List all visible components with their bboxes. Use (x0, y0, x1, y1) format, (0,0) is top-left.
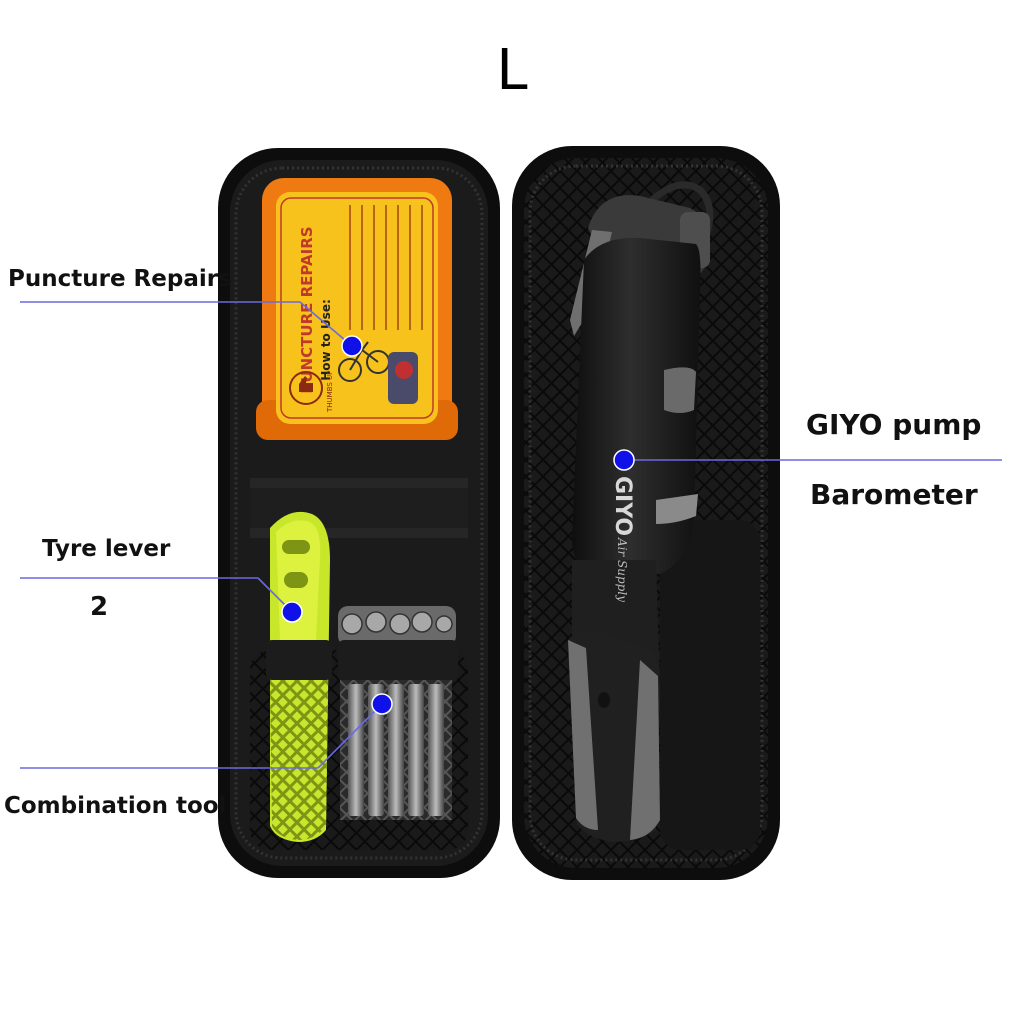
patch-box-brand: THUMBS UP (326, 371, 334, 413)
size-label: L (496, 38, 528, 103)
callout-lines (20, 301, 1002, 769)
callout-giyo-pump: GIYO pump (806, 408, 982, 441)
patch-box-subtitle: How to Use: (319, 299, 333, 381)
pump-tagline: Air Supply (615, 537, 629, 602)
marker-puncture-repairs (341, 335, 363, 357)
combination-tool (338, 606, 458, 820)
marker-combination-tool (371, 693, 393, 715)
giyo-pump: GIYO Air Supply (568, 181, 714, 842)
patch-box-title: PUNCTURE REPAIRS (298, 226, 316, 393)
pump-brand: GIYO (610, 476, 635, 536)
tyre-lever (266, 511, 332, 842)
marker-tyre-lever (281, 601, 303, 623)
callout-combination-tool: Combination tool (4, 793, 227, 819)
puncture-repair-box: PUNCTURE REPAIRS How to Use: THUMBS UP (256, 178, 458, 440)
callout-markers (281, 335, 635, 715)
marker-giyo-pump (613, 449, 635, 471)
callout-tyre-lever-count: 2 (90, 592, 109, 622)
callout-barometer: Barometer (810, 478, 978, 511)
callout-tyre-lever: Tyre lever (42, 536, 171, 562)
callout-puncture-repairs: Puncture Repairs (8, 266, 232, 292)
